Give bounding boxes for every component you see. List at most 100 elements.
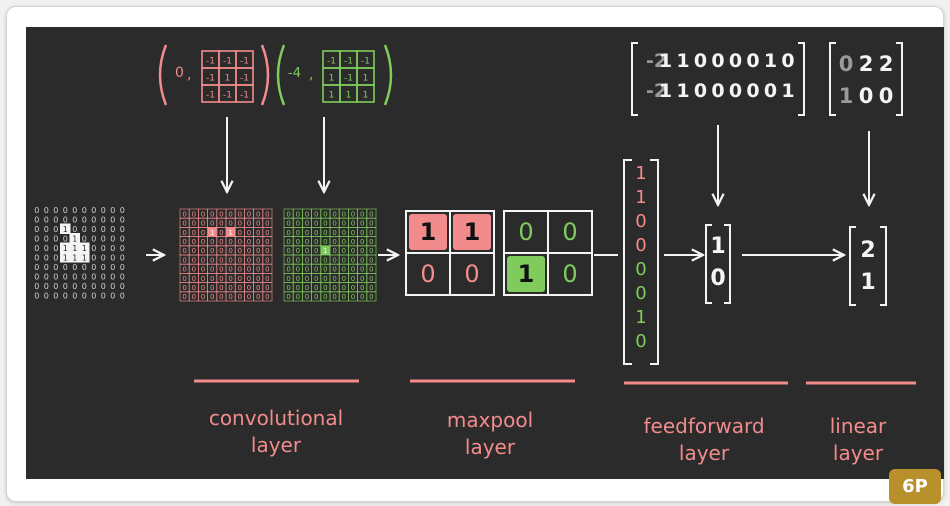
- flat-vector-value: 1: [635, 307, 646, 328]
- ff-output-left-bracket: [705, 224, 712, 304]
- linear-output-value: 1: [860, 270, 875, 295]
- pink-map-value: 0: [201, 293, 205, 301]
- green-map-value: 0: [305, 284, 309, 292]
- pink-kernel-value: -1: [240, 91, 249, 101]
- input-cell-value: 0: [53, 282, 58, 291]
- input-cell-value: 0: [82, 292, 87, 301]
- input-cell-value: 1: [82, 244, 87, 253]
- green-map-value: 0: [323, 256, 327, 264]
- input-cell-value: 0: [72, 263, 77, 272]
- ff-output-right-bracket: [724, 224, 731, 304]
- pink-map-value: 0: [210, 284, 214, 292]
- green-map-value: 0: [332, 275, 336, 283]
- pink-map-value: 0: [265, 284, 269, 292]
- input-cell-value: 1: [72, 244, 77, 253]
- pink-map-value: 0: [182, 293, 186, 301]
- green-pool-value: 1: [518, 260, 535, 288]
- pink-kernel-value: -1: [223, 91, 232, 101]
- pink-filter-separator: ,: [187, 67, 191, 83]
- green-map-value: 0: [360, 275, 364, 283]
- pink-map-value: 0: [256, 220, 260, 228]
- green-map-value: 0: [332, 220, 336, 228]
- input-cell-value: 0: [91, 292, 96, 301]
- pink-map-value: 0: [210, 247, 214, 255]
- ff-weight-value: 0: [729, 50, 742, 72]
- green-map-cell: [366, 291, 377, 302]
- pink-map-value: 0: [192, 266, 196, 274]
- input-cell-value: 0: [101, 254, 106, 263]
- green-kernel-value: 1: [346, 91, 352, 101]
- green-pool-value: 0: [518, 218, 533, 246]
- ff-weight-value: 0: [746, 50, 759, 72]
- pink-map-value: 0: [228, 247, 232, 255]
- input-cell-value: 0: [101, 235, 106, 244]
- green-map-value: 0: [369, 256, 373, 264]
- pink-map-value: 0: [238, 284, 242, 292]
- linear-output-values: 21: [860, 238, 875, 295]
- green-map-value: 0: [305, 266, 309, 274]
- green-map-value: 0: [351, 220, 355, 228]
- pink-map-value: 0: [182, 284, 186, 292]
- pink-map-value: 0: [201, 238, 205, 246]
- pink-map-value: 0: [201, 247, 205, 255]
- input-cell-value: 0: [91, 282, 96, 291]
- pink-map-value: 0: [238, 238, 242, 246]
- pink-map-value: 0: [265, 256, 269, 264]
- green-map-value: 0: [286, 293, 290, 301]
- input-cell-value: 0: [53, 206, 58, 215]
- pink-kernel-value: -1: [206, 91, 215, 101]
- pink-map-value: 0: [192, 210, 196, 218]
- pink-map-value: 0: [182, 210, 186, 218]
- input-cell-value: 0: [101, 273, 106, 282]
- input-cell-value: 0: [82, 216, 87, 225]
- green-filter-close-paren: [383, 44, 393, 106]
- ff-weight-value: 1: [781, 80, 794, 102]
- green-map-value: 0: [332, 293, 336, 301]
- input-cell-value: 0: [34, 206, 39, 215]
- linear-output-right-bracket: [880, 226, 887, 306]
- pink-map-value: 0: [256, 266, 260, 274]
- green-map-value: 0: [369, 284, 373, 292]
- ff-output-value: 1: [710, 234, 725, 259]
- green-map-value: 0: [369, 275, 373, 283]
- input-cell-value: 0: [53, 216, 58, 225]
- green-map-value: 0: [342, 293, 346, 301]
- green-map-value: 0: [296, 220, 300, 228]
- input-cell-value: 0: [34, 244, 39, 253]
- green-filter-bias: -4: [288, 66, 301, 81]
- input-cell-value: 0: [91, 235, 96, 244]
- green-kernel-value: -1: [344, 57, 353, 67]
- input-cell-value: 0: [120, 254, 125, 263]
- pink-map-cell: [262, 291, 273, 302]
- green-map-value: 0: [305, 293, 309, 301]
- green-map-value: 0: [314, 238, 318, 246]
- green-map-value: 0: [351, 229, 355, 237]
- green-map-value: 0: [286, 220, 290, 228]
- ff-weight-value: 1: [659, 50, 672, 72]
- maxpool-label-line1: maxpool: [447, 408, 533, 432]
- input-cell-value: 0: [63, 273, 68, 282]
- input-cell-value: 0: [110, 254, 115, 263]
- input-cell-value: 0: [91, 216, 96, 225]
- input-cell-value: 0: [110, 273, 115, 282]
- green-map-value: 0: [342, 284, 346, 292]
- input-cell-value: 0: [72, 225, 77, 234]
- ff-label-line1: feedforward: [643, 414, 764, 438]
- pink-map-value: 0: [182, 229, 186, 237]
- pink-map-value: 0: [247, 220, 251, 228]
- green-map-value: 0: [296, 256, 300, 264]
- linear-weight-value: 0: [839, 52, 854, 76]
- green-map-value: 0: [369, 293, 373, 301]
- green-map-value: 0: [296, 247, 300, 255]
- pink-map-value: 0: [201, 275, 205, 283]
- flat-vector-left-bracket: [623, 159, 632, 365]
- pink-map-value: 0: [238, 275, 242, 283]
- input-cell-value: 1: [63, 225, 68, 234]
- green-map-value: 0: [342, 247, 346, 255]
